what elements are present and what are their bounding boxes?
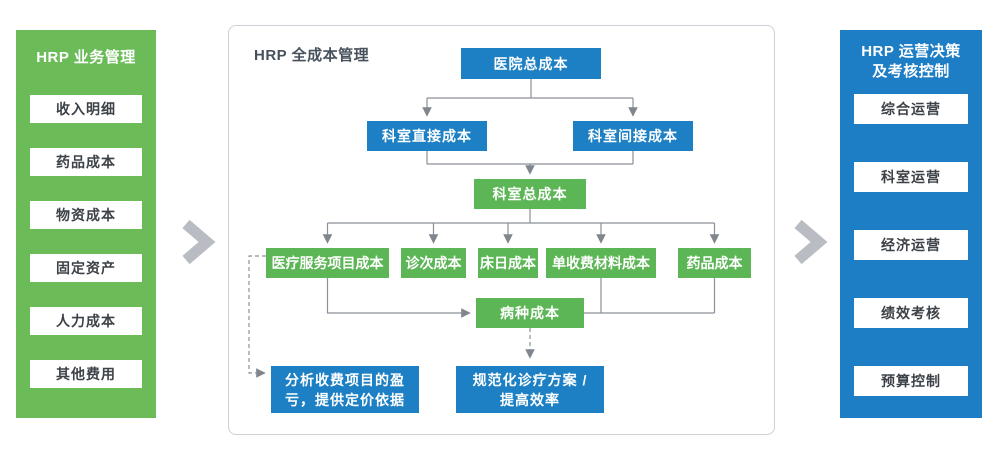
flow-connectors (248, 79, 720, 378)
right-panel-items: 综合运营 科室运营 经济运营 绩效考核 预算控制 (854, 94, 968, 396)
chevron-right-icon (182, 219, 216, 265)
left-panel-items: 收入明细 药品成本 物资成本 固定资产 人力成本 其他费用 (30, 95, 142, 388)
center-panel-title: HRP 全成本管理 (254, 47, 370, 64)
standardize-line1: 规范化诊疗方案 / (472, 371, 588, 388)
left-panel-item-other-expense: 其他费用 (30, 360, 142, 388)
node-standardize-treatment: 规范化诊疗方案 / 提高效率 (456, 366, 604, 413)
left-panel-item-material-cost: 物资成本 (30, 201, 142, 229)
operation-decision-panel: HRP 运营决策 及考核控制 综合运营 科室运营 经济运营 绩效考核 预算控制 (840, 30, 982, 418)
left-panel-item-fixed-assets: 固定资产 (30, 254, 142, 282)
node-single-charge-material-cost: 单收费材料成本 (546, 248, 656, 278)
right-panel-title: HRP 运营决策 及考核控制 (861, 42, 961, 82)
right-panel-title-line1: HRP 运营决策 (861, 43, 961, 60)
left-panel-item-drug-cost: 药品成本 (30, 148, 142, 176)
business-management-panel: HRP 业务管理 收入明细 药品成本 物资成本 固定资产 人力成本 其他费用 (16, 30, 156, 418)
node-hospital-total-cost: 医院总成本 (461, 48, 601, 79)
right-panel-item-budget-control: 预算控制 (854, 366, 968, 396)
node-dept-direct-cost: 科室直接成本 (367, 121, 487, 151)
node-bed-day-cost: 床日成本 (478, 248, 538, 278)
left-panel-item-income-detail: 收入明细 (30, 95, 142, 123)
node-medical-service-project-cost: 医疗服务项目成本 (266, 248, 389, 278)
analyze-pricing-line2: 亏，提供定价依据 (285, 391, 405, 408)
node-drug-cost: 药品成本 (678, 248, 751, 278)
standardize-line2: 提高效率 (500, 391, 560, 408)
right-panel-title-line2: 及考核控制 (872, 63, 950, 80)
full-cost-management-panel: HRP 全成本管理 (228, 25, 775, 435)
node-analyze-pricing: 分析收费项目的盈 亏，提供定价依据 (271, 366, 419, 413)
left-panel-item-labor-cost: 人力成本 (30, 307, 142, 335)
node-disease-cost: 病种成本 (476, 298, 584, 328)
node-visit-cost: 诊次成本 (401, 248, 466, 278)
right-panel-item-performance-assessment: 绩效考核 (854, 298, 968, 328)
chevron-right-icon (794, 219, 828, 265)
node-dept-indirect-cost: 科室间接成本 (573, 121, 693, 151)
right-panel-item-economic-operation: 经济运营 (854, 230, 968, 260)
left-panel-title: HRP 业务管理 (36, 49, 136, 66)
right-panel-item-comprehensive-operation: 综合运营 (854, 94, 968, 124)
right-panel-item-dept-operation: 科室运营 (854, 162, 968, 192)
node-dept-total-cost: 科室总成本 (474, 179, 586, 209)
analyze-pricing-line1: 分析收费项目的盈 (285, 371, 405, 388)
